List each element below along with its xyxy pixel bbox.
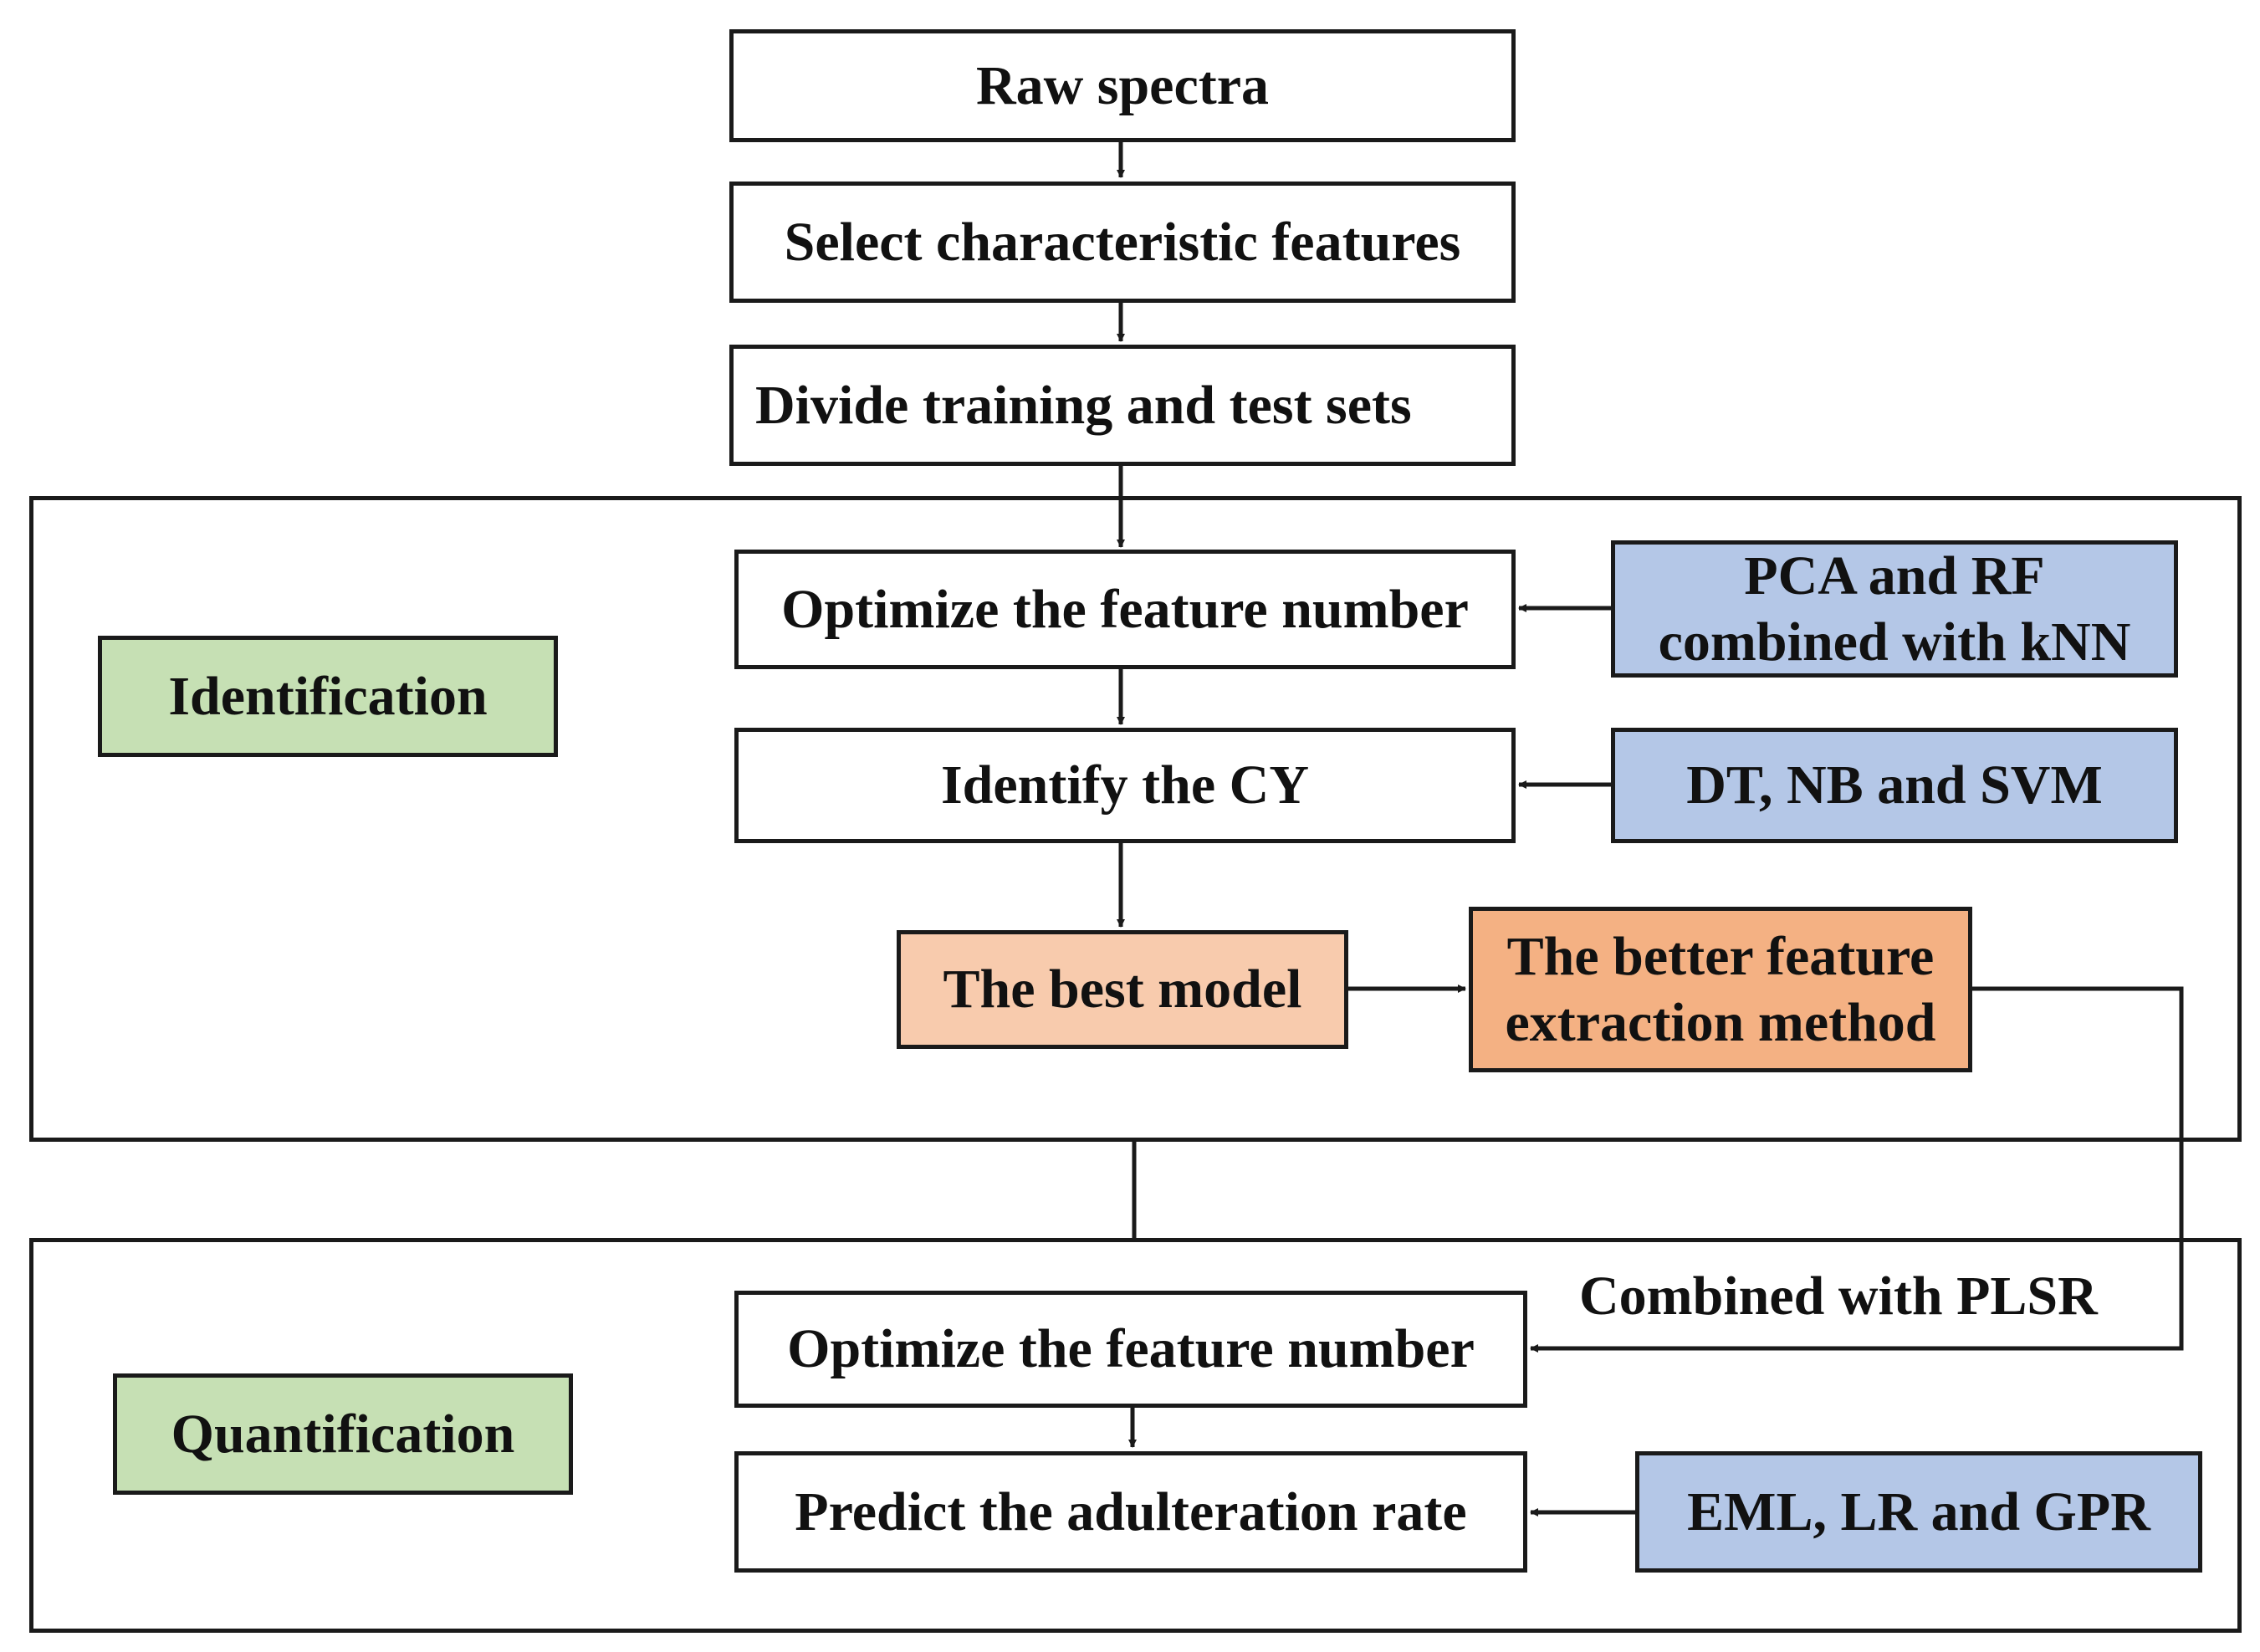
- quantification-section-frame: [29, 1238, 2242, 1633]
- combined-with-plsr-label: Combined with PLSR: [1579, 1266, 2098, 1327]
- identification-label: Identification: [98, 636, 558, 757]
- dt-nb-svm-method: DT, NB and SVM: [1611, 728, 2178, 843]
- quant-optimize-feature-number-step: Optimize the feature number: [734, 1291, 1527, 1408]
- best-model-step: The best model: [897, 930, 1348, 1049]
- divide-sets-step: Divide training and test sets: [729, 345, 1516, 466]
- eml-lr-gpr-method: EML, LR and GPR: [1635, 1451, 2202, 1573]
- predict-adulteration-step: Predict the adulteration rate: [734, 1451, 1527, 1573]
- arrow-better-to-quant-optimize: [1530, 986, 2184, 1353]
- optimize-feature-number-step: Optimize the feature number: [734, 550, 1516, 669]
- quantification-label: Quantification: [113, 1373, 573, 1495]
- identify-cy-step: Identify the CY: [734, 728, 1516, 843]
- better-extraction-method-step: The better feature extraction method: [1469, 907, 1972, 1072]
- pca-rf-knn-method: PCA and RF combined with kNN: [1611, 540, 2178, 678]
- select-features-step: Select characteristic features: [729, 182, 1516, 303]
- identification-section-frame: [29, 496, 2242, 1142]
- raw-spectra-step: Raw spectra: [729, 29, 1516, 142]
